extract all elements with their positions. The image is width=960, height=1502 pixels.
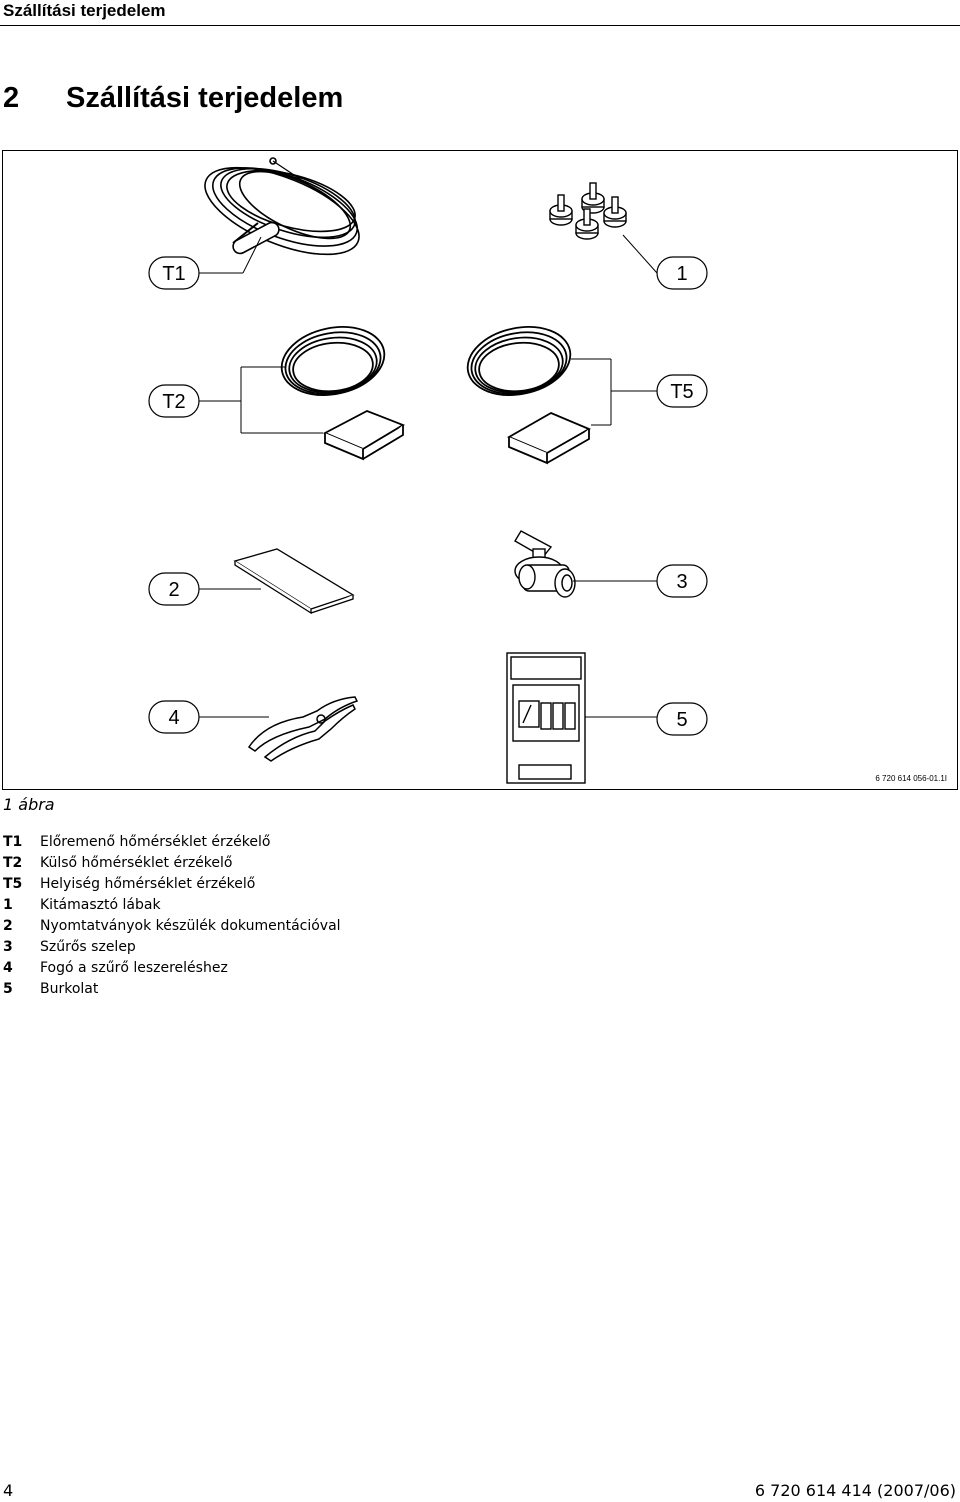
page-number: 4 (3, 1481, 14, 1500)
legend-text: Nyomtatványok készülék dokumentációval (40, 918, 341, 934)
legend-key: T2 (3, 855, 23, 871)
section-title: 2 Szállítási terjedelem (3, 80, 343, 116)
callout-5-label: 5 (676, 709, 687, 731)
figure-code: 6 720 614 056-01.1I (875, 774, 947, 783)
callout-4: 4 (148, 700, 269, 734)
callout-3-label: 3 (676, 571, 687, 593)
t2-bracket (199, 366, 323, 434)
support-feet-illustration (549, 182, 627, 240)
t5-bracket (571, 358, 657, 426)
callout-1-label: 1 (676, 263, 687, 285)
pliers-illustration (247, 696, 359, 762)
t1-sensor-cable-illustration (204, 157, 360, 256)
legend-text: Helyiség hőmérséklet érzékelő (40, 876, 256, 892)
callout-5: 5 (585, 702, 708, 736)
callout-2-label: 2 (168, 579, 179, 601)
legend-text: Szűrős szelep (40, 939, 136, 955)
legend-item: 1 Kitámasztó lábak (3, 895, 341, 916)
callout-t2-label: T2 (162, 391, 185, 413)
legend-key: 2 (3, 918, 13, 934)
legend-text: Előremenő hőmérséklet érzékelő (40, 834, 271, 850)
legend-item: 2 Nyomtatványok készülék dokumentációval (3, 916, 341, 937)
legend-key: T1 (3, 834, 23, 850)
legend-item: T5 Helyiség hőmérséklet érzékelő (3, 874, 341, 895)
callout-1: 1 (622, 234, 708, 290)
legend-key: T5 (3, 876, 23, 892)
figure-frame: T1 1 (2, 150, 958, 790)
callout-4-label: 4 (168, 707, 179, 729)
document-reference: 6 720 614 414 (2007/06) (754, 1481, 956, 1500)
figure-legend: T1 Előremenő hőmérséklet érzékelő T2 Külső… (3, 832, 341, 1000)
legend-item: T2 Külső hőmérséklet érzékelő (3, 853, 341, 874)
callout-t1-label: T1 (162, 263, 185, 285)
callout-t1: T1 (148, 236, 262, 290)
callout-t5-label: T5 (670, 381, 693, 403)
header-rule (0, 25, 960, 26)
running-header: Szállítási terjedelem (3, 1, 166, 20)
callout-3: 3 (573, 564, 708, 598)
callout-t5: T5 (656, 374, 708, 408)
legend-item: 4 Fogó a szűrő leszereléshez (3, 958, 341, 979)
t5-sensor-illustration (466, 326, 592, 465)
callout-2: 2 (148, 572, 261, 606)
legend-text: Burkolat (40, 981, 99, 997)
filter-valve-illustration (514, 530, 576, 598)
cover-illustration (506, 652, 586, 784)
legend-key: 5 (3, 981, 13, 997)
figure-illustration: T1 1 (148, 157, 708, 784)
figure-caption: 1 ábra (3, 795, 55, 814)
section-number: 2 (3, 82, 20, 114)
legend-key: 4 (3, 960, 13, 976)
t2-sensor-illustration (280, 326, 406, 461)
callout-t2: T2 (148, 384, 200, 418)
documents-illustration (233, 548, 355, 615)
legend-text: Kitámasztó lábak (40, 897, 161, 913)
legend-key: 3 (3, 939, 13, 955)
legend-item: 5 Burkolat (3, 979, 341, 1000)
legend-item: 3 Szűrős szelep (3, 937, 341, 958)
legend-text: Külső hőmérséklet érzékelő (40, 855, 233, 871)
legend-item: T1 Előremenő hőmérséklet érzékelő (3, 832, 341, 853)
legend-key: 1 (3, 897, 13, 913)
section-title-text: Szállítási terjedelem (66, 82, 344, 114)
legend-text: Fogó a szűrő leszereléshez (40, 960, 228, 976)
